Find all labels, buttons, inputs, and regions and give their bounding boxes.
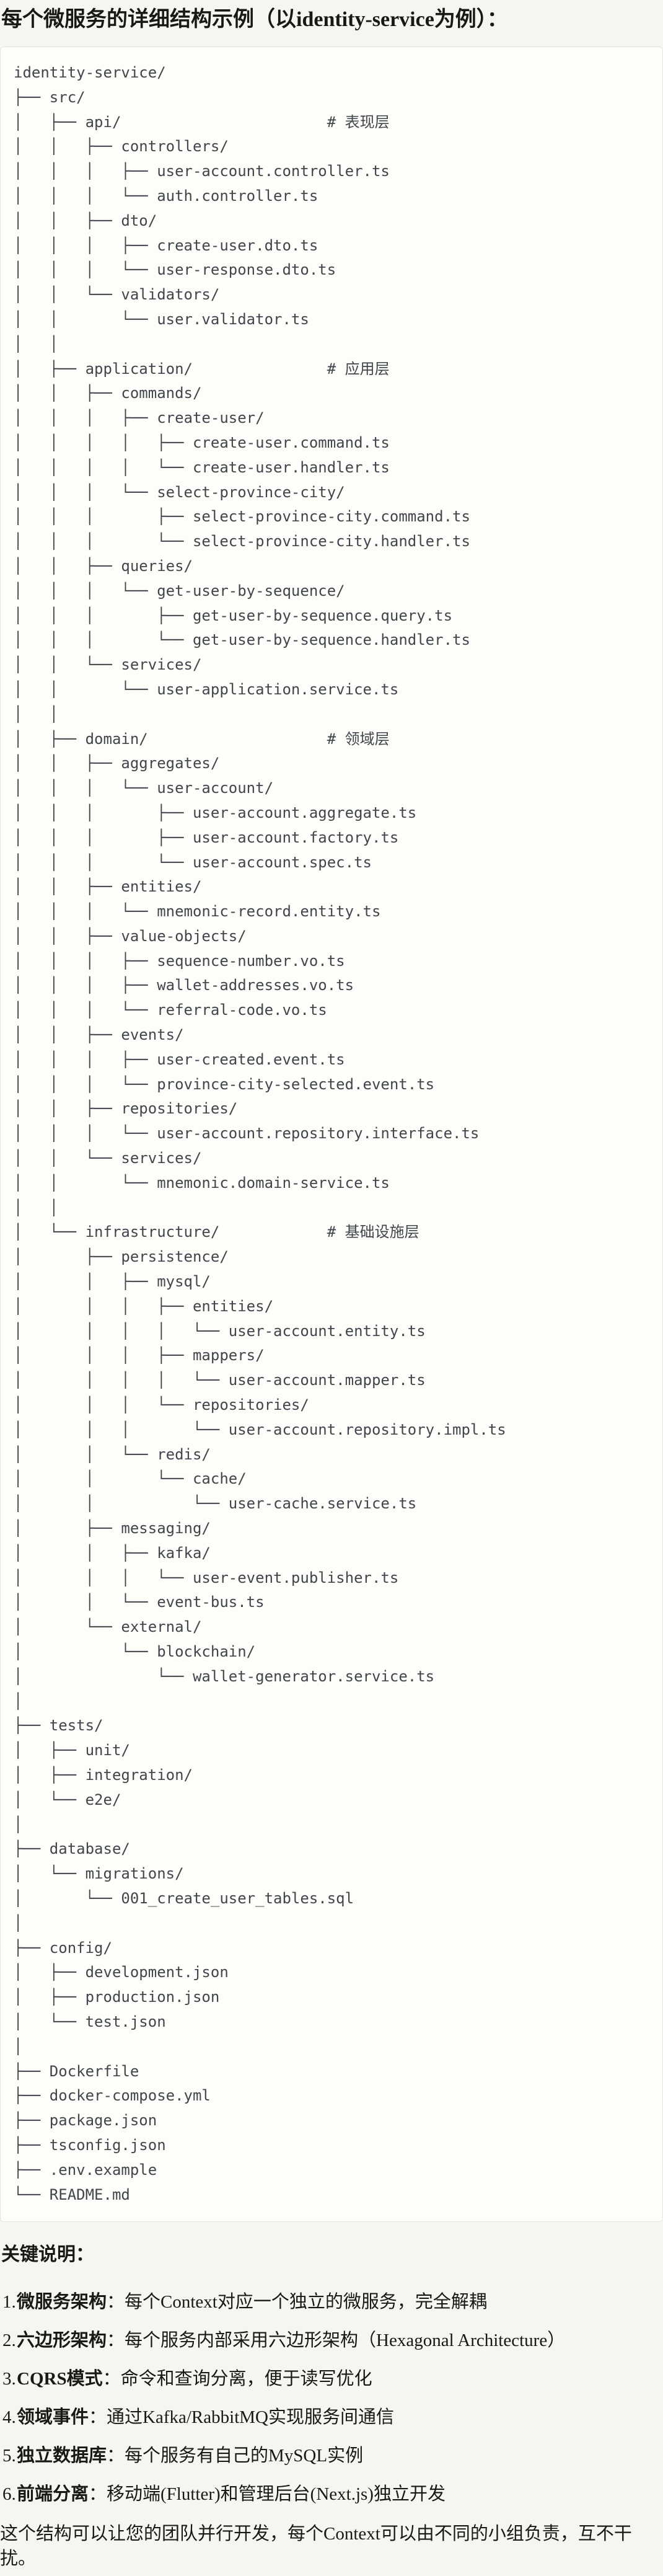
list-item: 2.六边形架构：每个服务内部采用六边形架构（Hexagonal Architec…: [0, 2328, 663, 2353]
item-term: 六边形架构: [17, 2330, 107, 2351]
notes-list: 1.微服务架构：每个Context对应一个独立的微服务，完全解耦 2.六边形架构…: [0, 2290, 663, 2507]
item-term: 独立数据库: [17, 2446, 107, 2466]
item-term: 前端分离: [17, 2484, 89, 2505]
closing-paragraph: 这个结构可以让您的团队并行开发，每个Context可以由不同的小组负责，互不干扰…: [0, 2524, 632, 2569]
page-title: 每个微服务的详细结构示例（以identity-service为例）：: [1, 8, 508, 31]
list-item: 6.前端分离：移动端(Flutter)和管理后台(Next.js)独立开发: [0, 2482, 663, 2507]
item-term: 微服务架构: [17, 2292, 107, 2313]
item-number: 2.: [2, 2330, 16, 2351]
item-desc: ：移动端(Flutter)和管理后台(Next.js)独立开发: [89, 2484, 446, 2505]
item-term: CQRS模式: [17, 2369, 103, 2389]
item-desc: ：每个服务有自己的MySQL实例: [107, 2446, 364, 2466]
item-number: 3.: [2, 2369, 16, 2389]
list-item: 4.领域事件：通过Kafka/RabbitMQ实现服务间通信: [0, 2405, 663, 2430]
item-desc: ：每个服务内部采用六边形架构（Hexagonal Architecture）: [107, 2330, 566, 2351]
item-desc: ：通过Kafka/RabbitMQ实现服务间通信: [89, 2407, 394, 2428]
notes-heading: 关键说明：: [1, 2244, 94, 2265]
item-desc: ：命令和查询分离，便于读写优化: [102, 2369, 372, 2389]
file-tree-text: identity-service/ ├── src/ │ ├── api/ # …: [14, 64, 506, 2203]
file-tree-code-block: identity-service/ ├── src/ │ ├── api/ # …: [0, 46, 663, 2223]
item-number: 6.: [2, 2484, 16, 2505]
list-item: 1.微服务架构：每个Context对应一个独立的微服务，完全解耦: [0, 2290, 663, 2314]
item-desc: ：每个Context对应一个独立的微服务，完全解耦: [107, 2292, 487, 2313]
list-item: 3.CQRS模式：命令和查询分离，便于读写优化: [0, 2366, 663, 2391]
item-number: 1.: [2, 2292, 16, 2313]
list-item: 5.独立数据库：每个服务有自己的MySQL实例: [0, 2443, 663, 2468]
item-number: 5.: [2, 2446, 16, 2466]
item-term: 领域事件: [17, 2407, 89, 2428]
item-number: 4.: [2, 2407, 16, 2428]
